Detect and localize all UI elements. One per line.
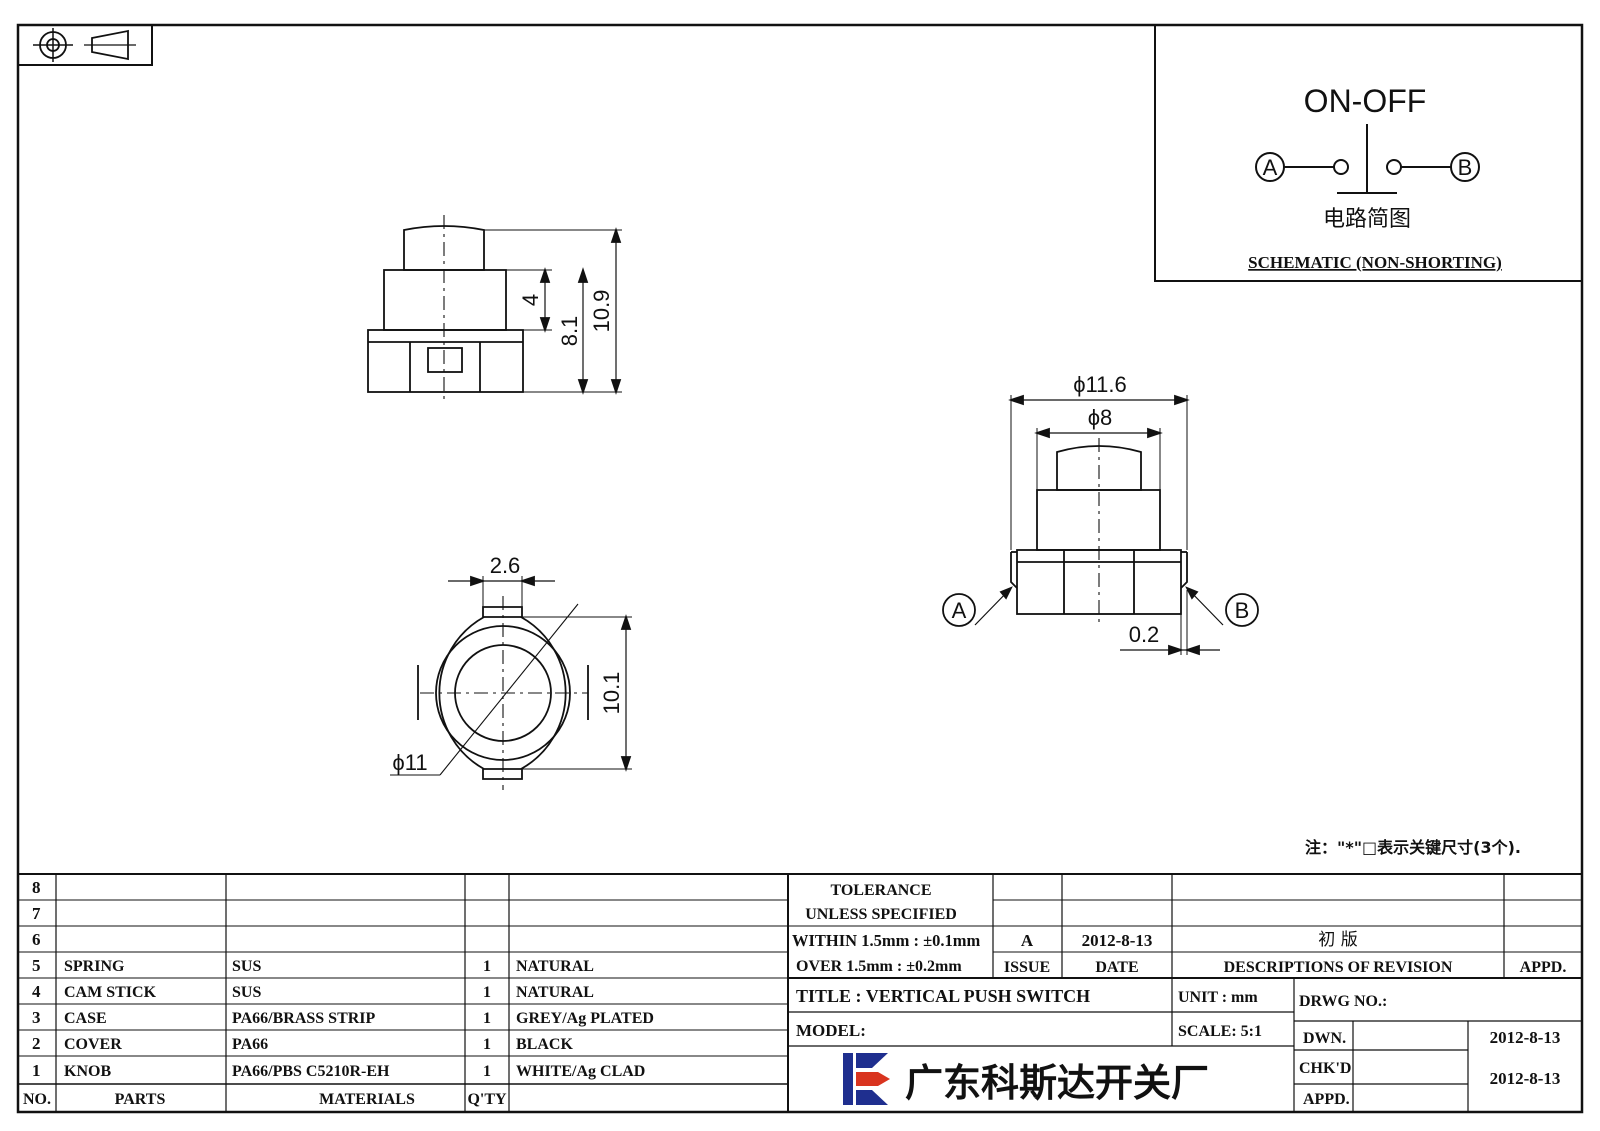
- svg-text:1: 1: [483, 984, 491, 1001]
- schematic-subtitle: 电路简图: [1323, 207, 1411, 232]
- svg-text:NO.: NO.: [23, 1091, 51, 1108]
- svg-text:DATE: DATE: [1095, 959, 1138, 976]
- schematic-terminal-b: B: [1458, 155, 1473, 180]
- terminal-b-icon: [1450, 152, 1480, 182]
- projection-symbol-icon: [17, 24, 153, 66]
- schematic-panel: ON-OFF A B 电路简图 SCHEMATIC (NON-SHORTING): [1154, 24, 1583, 282]
- dim-bottom-dia: ϕ11: [392, 750, 427, 775]
- table-row: 7: [32, 904, 41, 923]
- dim-bottom-height: 10.1: [599, 672, 624, 715]
- svg-text:1: 1: [483, 1036, 491, 1053]
- svg-text:PA66: PA66: [232, 1036, 268, 1053]
- svg-text:PA66/BRASS STRIP: PA66/BRASS STRIP: [232, 1010, 376, 1027]
- side-view: [367, 215, 622, 400]
- svg-text:NATURAL: NATURAL: [516, 958, 594, 975]
- svg-text:WITHIN 1.5mm : ±0.1mm: WITHIN 1.5mm : ±0.1mm: [792, 931, 981, 950]
- dim-bottom-width: 2.6: [490, 553, 521, 578]
- svg-text:APPD.: APPD.: [1520, 959, 1567, 976]
- svg-text:WHITE/Ag CLAD: WHITE/Ag CLAD: [516, 1063, 645, 1080]
- drawing-note: 注："*"□表示关键尺寸(3个).: [1305, 838, 1521, 857]
- svg-text:3: 3: [32, 1008, 41, 1027]
- front-view: [942, 394, 1259, 656]
- svg-text:Q'TY: Q'TY: [467, 1091, 507, 1108]
- scale-label: SCALE: 5:1: [1178, 1023, 1262, 1040]
- svg-text:1: 1: [483, 1010, 491, 1027]
- svg-text:1: 1: [32, 1061, 41, 1080]
- dim-side-mid: 8.1: [557, 316, 582, 347]
- svg-text:1: 1: [483, 1063, 491, 1080]
- svg-text:UNLESS SPECIFIED: UNLESS SPECIFIED: [805, 906, 957, 923]
- svg-text:2012-8-13: 2012-8-13: [1490, 1028, 1561, 1047]
- svg-text:PARTS: PARTS: [115, 1091, 166, 1108]
- svg-text:7: 7: [32, 904, 41, 923]
- title-block: TITLE : VERTICAL PUSH SWITCH UNIT : mm D…: [796, 986, 1560, 1108]
- drwg-no-label: DRWG NO.:: [1299, 993, 1387, 1010]
- svg-text:DWN.: DWN.: [1303, 1030, 1346, 1047]
- company-name: 广东科斯达开关厂: [905, 1061, 1209, 1105]
- svg-text:SUS: SUS: [232, 984, 261, 1001]
- svg-text:2012-8-13: 2012-8-13: [1082, 931, 1153, 950]
- model-label: MODEL:: [796, 1021, 866, 1040]
- svg-text:ISSUE: ISSUE: [1004, 959, 1050, 976]
- bottom-view: [390, 575, 632, 790]
- sheet-border: [16, 23, 1584, 1114]
- table-row: 1 KNOB PA66/PBS C5210R-EH 1 WHITE/Ag CLA…: [32, 1061, 645, 1080]
- table-row: 5 SPRING SUS 1 NATURAL: [32, 956, 594, 975]
- schematic-title: ON-OFF: [1304, 83, 1427, 119]
- tolerance-block: TOLERANCE UNLESS SPECIFIED WITHIN 1.5mm …: [792, 882, 981, 975]
- svg-text:5: 5: [32, 956, 41, 975]
- parts-table: 8 7 6 5 SPRING SUS 1 NATURAL 4 CAM STICK…: [23, 878, 654, 1108]
- table-header: NO. PARTS MATERIALS Q'TY: [23, 1091, 507, 1108]
- front-terminal-b: B: [1235, 598, 1250, 623]
- dim-front-inner-dia: ϕ8: [1088, 405, 1113, 430]
- svg-text:SPRING: SPRING: [64, 958, 125, 975]
- svg-text:KNOB: KNOB: [64, 1063, 111, 1080]
- svg-text:NATURAL: NATURAL: [516, 984, 594, 1001]
- front-terminal-a: A: [952, 598, 967, 623]
- svg-text:BLACK: BLACK: [516, 1036, 573, 1053]
- schematic-terminal-a: A: [1263, 155, 1278, 180]
- svg-text:2012-8-13: 2012-8-13: [1490, 1069, 1561, 1088]
- table-row: 3 CASE PA66/BRASS STRIP 1 GREY/Ag PLATED: [32, 1008, 654, 1027]
- svg-text:初 版: 初 版: [1318, 930, 1357, 950]
- table-row: 6: [32, 930, 41, 949]
- svg-text:8: 8: [32, 878, 41, 897]
- drawing-title: TITLE : VERTICAL PUSH SWITCH: [796, 986, 1090, 1006]
- svg-text:4: 4: [32, 982, 41, 1001]
- svg-text:MATERIALS: MATERIALS: [319, 1091, 415, 1108]
- company-logo-icon: [843, 1053, 890, 1105]
- table-row: 8: [32, 878, 41, 897]
- svg-text:CAM STICK: CAM STICK: [64, 984, 157, 1001]
- svg-text:2: 2: [32, 1034, 41, 1053]
- dim-front-gap: 0.2: [1129, 622, 1160, 647]
- title-block-grid: [18, 873, 1582, 1112]
- svg-text:PA66/PBS C5210R-EH: PA66/PBS C5210R-EH: [232, 1063, 390, 1080]
- svg-text:TOLERANCE: TOLERANCE: [830, 882, 931, 899]
- svg-text:APPD.: APPD.: [1303, 1091, 1350, 1108]
- svg-text:SUS: SUS: [232, 958, 261, 975]
- svg-text:CASE: CASE: [64, 1010, 107, 1027]
- svg-text:A: A: [1021, 931, 1034, 950]
- revision-block: A 2012-8-13 初 版 ISSUE DATE DESCRIPTIONS …: [1004, 930, 1566, 976]
- schematic-caption: SCHEMATIC (NON-SHORTING): [1248, 253, 1502, 272]
- svg-text:DESCRIPTIONS OF REVISION: DESCRIPTIONS OF REVISION: [1224, 959, 1453, 976]
- svg-text:1: 1: [483, 958, 491, 975]
- dim-side-total: 10.9: [589, 290, 614, 333]
- dim-side-top: 4: [518, 294, 543, 306]
- unit-label: UNIT : mm: [1178, 989, 1258, 1006]
- svg-text:GREY/Ag PLATED: GREY/Ag PLATED: [516, 1010, 654, 1027]
- svg-text:6: 6: [32, 930, 41, 949]
- svg-text:COVER: COVER: [64, 1036, 122, 1053]
- table-row: 4 CAM STICK SUS 1 NATURAL: [32, 982, 594, 1001]
- table-row: 2 COVER PA66 1 BLACK: [32, 1034, 573, 1053]
- dim-front-outer-dia: ϕ11.6: [1073, 372, 1127, 397]
- svg-text:CHK'D: CHK'D: [1299, 1060, 1351, 1077]
- svg-text:OVER 1.5mm : ±0.2mm: OVER 1.5mm : ±0.2mm: [796, 958, 962, 975]
